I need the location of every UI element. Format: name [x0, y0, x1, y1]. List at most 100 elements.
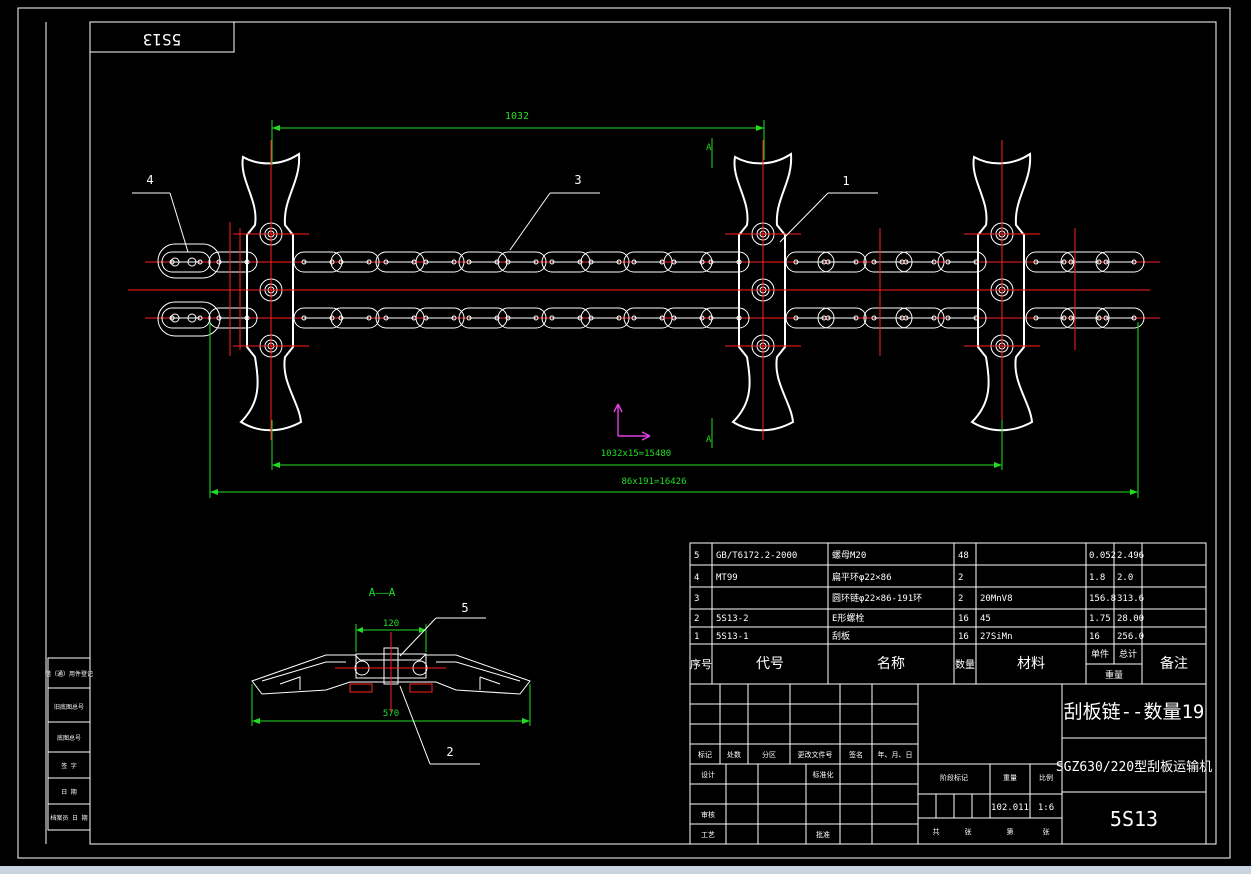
svg-text:E形螺栓: E形螺栓 [832, 612, 864, 624]
bottom-strip [0, 866, 1251, 874]
dimension-pitch-text: 1032 [505, 111, 529, 122]
left-strip-row: 底图总号 [57, 734, 81, 742]
svg-text:扁平环φ22×86: 扁平环φ22×86 [832, 571, 892, 583]
sheet-outer-border [17, 7, 1231, 859]
drawing-title: 刮板链--数量19 [1064, 701, 1205, 723]
svg-text:20MnV8: 20MnV8 [980, 594, 1013, 604]
bom-header-total-wt: 总计 [1119, 648, 1137, 660]
dimension-total: 86x191=16426 [209, 322, 1139, 498]
balloon-3: 3 [509, 173, 600, 251]
svg-text:刮板: 刮板 [832, 630, 850, 642]
sheet-inner-border [89, 21, 1217, 845]
svg-text:256.0: 256.0 [1117, 632, 1144, 642]
svg-text:2.0: 2.0 [1117, 573, 1133, 583]
section-mark-top: A [706, 143, 712, 153]
svg-text:螺母M20: 螺母M20 [832, 550, 866, 561]
svg-text:分区: 分区 [762, 750, 776, 759]
svg-text:签名: 签名 [849, 750, 863, 759]
bom-header-unit-wt: 单件 [1091, 648, 1109, 660]
svg-text:标准化: 标准化 [813, 770, 834, 779]
svg-text:工艺: 工艺 [701, 831, 715, 839]
left-strip-row: 旧底图总号 [54, 703, 84, 711]
section-dim-outer: 570 [383, 709, 399, 719]
flat-link [157, 243, 221, 337]
left-strip-row: 借（通）用件登记 [45, 670, 93, 678]
svg-text:16: 16 [1089, 632, 1100, 642]
svg-text:28.00: 28.00 [1117, 614, 1144, 624]
flight-bar-middle [725, 140, 801, 440]
svg-text:1: 1 [842, 174, 849, 188]
machine-name: SGZ630/220型刮板运输机 [1056, 759, 1212, 775]
left-strip-row: 签 字 [61, 762, 77, 770]
svg-text:27SiMn: 27SiMn [980, 632, 1013, 642]
bom-header-no: 序号 [690, 657, 712, 671]
svg-text:1: 1 [694, 632, 699, 642]
svg-text:张: 张 [1043, 827, 1050, 836]
svg-text:处数: 处数 [727, 750, 741, 759]
svg-text:审核: 审核 [701, 810, 715, 819]
left-strip-table: 借（通）用件登记 旧底图总号 底图总号 签 字 日 期 档案员 日 期 [45, 657, 93, 831]
svg-text:第: 第 [1007, 827, 1014, 836]
svg-text:3: 3 [574, 173, 581, 187]
svg-text:5S13-2: 5S13-2 [716, 614, 749, 624]
title-block: 标记 处数 分区 更改文件号 签名 年、月、日 设计 标准化 审核 工艺 批准 … [689, 683, 1212, 845]
bom-table: 5 GB/T6172.2-2000 螺母M20 48 0.052 2.496 4… [689, 542, 1207, 685]
dimension-pitch: 1032 [271, 111, 765, 165]
svg-text:2: 2 [958, 594, 963, 604]
dimension-span-text: 1032x15=15480 [601, 449, 671, 459]
svg-text:16: 16 [958, 614, 969, 624]
svg-text:MT99: MT99 [716, 573, 738, 583]
section-mark-bottom: A [706, 435, 712, 445]
drawing-number: 5S13 [1110, 807, 1158, 831]
code-box-text: 5S13 [143, 30, 182, 49]
svg-text:2: 2 [446, 745, 453, 759]
svg-text:圆环链φ22×86-191环: 圆环链φ22×86-191环 [832, 592, 922, 604]
scale-value: 1:6 [1038, 803, 1054, 813]
ucs-icon [613, 403, 651, 441]
weight-value: 102.011 [991, 803, 1029, 813]
svg-text:2: 2 [958, 573, 963, 583]
balloon-4: 4 [132, 173, 189, 253]
bom-header-material: 材料 [1017, 656, 1045, 672]
svg-text:5S13-1: 5S13-1 [716, 632, 749, 642]
svg-text:5: 5 [694, 551, 699, 561]
dimension-total-text: 86x191=16426 [621, 477, 686, 487]
bom-header-weight: 重量 [1105, 669, 1123, 681]
scale-label: 比例 [1039, 773, 1053, 782]
left-strip-row: 档案员 日 期 [50, 814, 87, 822]
flight-bar-left [233, 140, 309, 440]
section-dim-inner: 120 [383, 619, 399, 629]
svg-text:3: 3 [694, 594, 699, 604]
svg-text:16: 16 [958, 632, 969, 642]
weight-label: 重量 [1003, 774, 1017, 782]
svg-text:GB/T6172.2-2000: GB/T6172.2-2000 [716, 551, 797, 561]
code-box: 5S13 [89, 21, 235, 53]
chain-plan-view [128, 140, 1160, 440]
stage-label: 阶段标记 [940, 773, 968, 782]
svg-text:2: 2 [694, 614, 699, 624]
svg-text:2.496: 2.496 [1117, 551, 1144, 561]
flight-bar-right [964, 140, 1040, 440]
svg-text:年、月、日: 年、月、日 [878, 750, 913, 759]
svg-text:5: 5 [461, 601, 468, 615]
bom-header-code: 代号 [756, 656, 784, 672]
section-view-aa: A——A 120 570 5 2 [251, 586, 531, 765]
svg-text:0.052: 0.052 [1089, 551, 1116, 561]
svg-text:45: 45 [980, 614, 991, 624]
svg-text:共: 共 [933, 827, 940, 836]
left-strip-row: 日 期 [61, 788, 77, 796]
section-title: A——A [369, 586, 396, 599]
svg-text:1.8: 1.8 [1089, 573, 1105, 583]
dimension-flights-span: 1032x15=15480 [271, 420, 1003, 470]
svg-text:48: 48 [958, 551, 969, 561]
svg-text:张: 张 [965, 827, 972, 836]
section-line-a: A A [706, 138, 713, 448]
svg-text:313.6: 313.6 [1117, 594, 1144, 604]
svg-text:设计: 设计 [701, 770, 715, 779]
bom-header-remark: 备注 [1160, 655, 1188, 672]
balloon-1: 1 [779, 174, 878, 243]
svg-text:标记: 标记 [698, 750, 712, 759]
svg-text:156.8: 156.8 [1089, 594, 1116, 604]
bom-header-name: 名称 [877, 656, 905, 672]
